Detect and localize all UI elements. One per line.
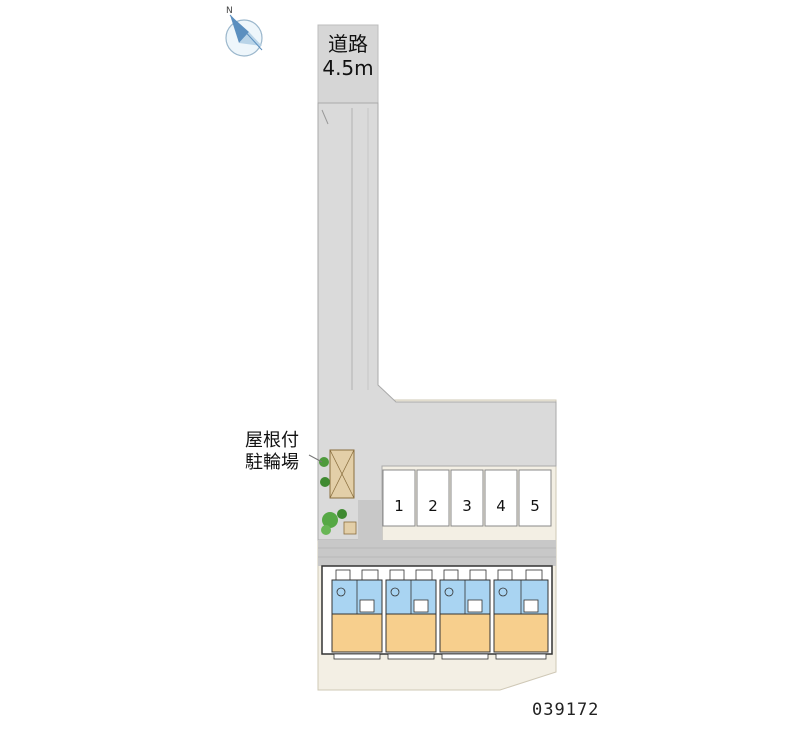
greenery: [319, 457, 347, 535]
parking-space-number: 4: [496, 497, 506, 515]
parking-space-number: 3: [462, 497, 472, 515]
north-arrow-icon: N: [225, 6, 263, 57]
parking-space-number: 5: [530, 497, 540, 515]
bicycle-parking-label-line1: 屋根付: [245, 430, 299, 451]
bike-label-leader: [308, 454, 323, 463]
bicycle-parking-label-line2: 駐輪場: [245, 452, 299, 473]
driveway-mark: [321, 109, 329, 125]
parking-space-number: 1: [394, 497, 404, 515]
property-id: 039172: [532, 700, 600, 720]
walkway-tiles: [318, 547, 556, 558]
side-walkway: [358, 500, 382, 540]
road-width: 4.5m: [322, 56, 374, 80]
road-area: [317, 24, 379, 104]
parking-space-number: 2: [428, 497, 438, 515]
building-floor-plans: [321, 565, 553, 660]
bicycle-parking-label: 屋根付 駐輪場: [232, 430, 312, 474]
road-label: 道路 4.5m: [318, 32, 378, 80]
paved-walkway: [318, 540, 556, 566]
planter: [343, 521, 357, 535]
road-name: 道路: [328, 32, 368, 56]
parking-bays: 1 2 3 4 5: [382, 469, 552, 527]
compass-north-label: N: [226, 6, 233, 16]
